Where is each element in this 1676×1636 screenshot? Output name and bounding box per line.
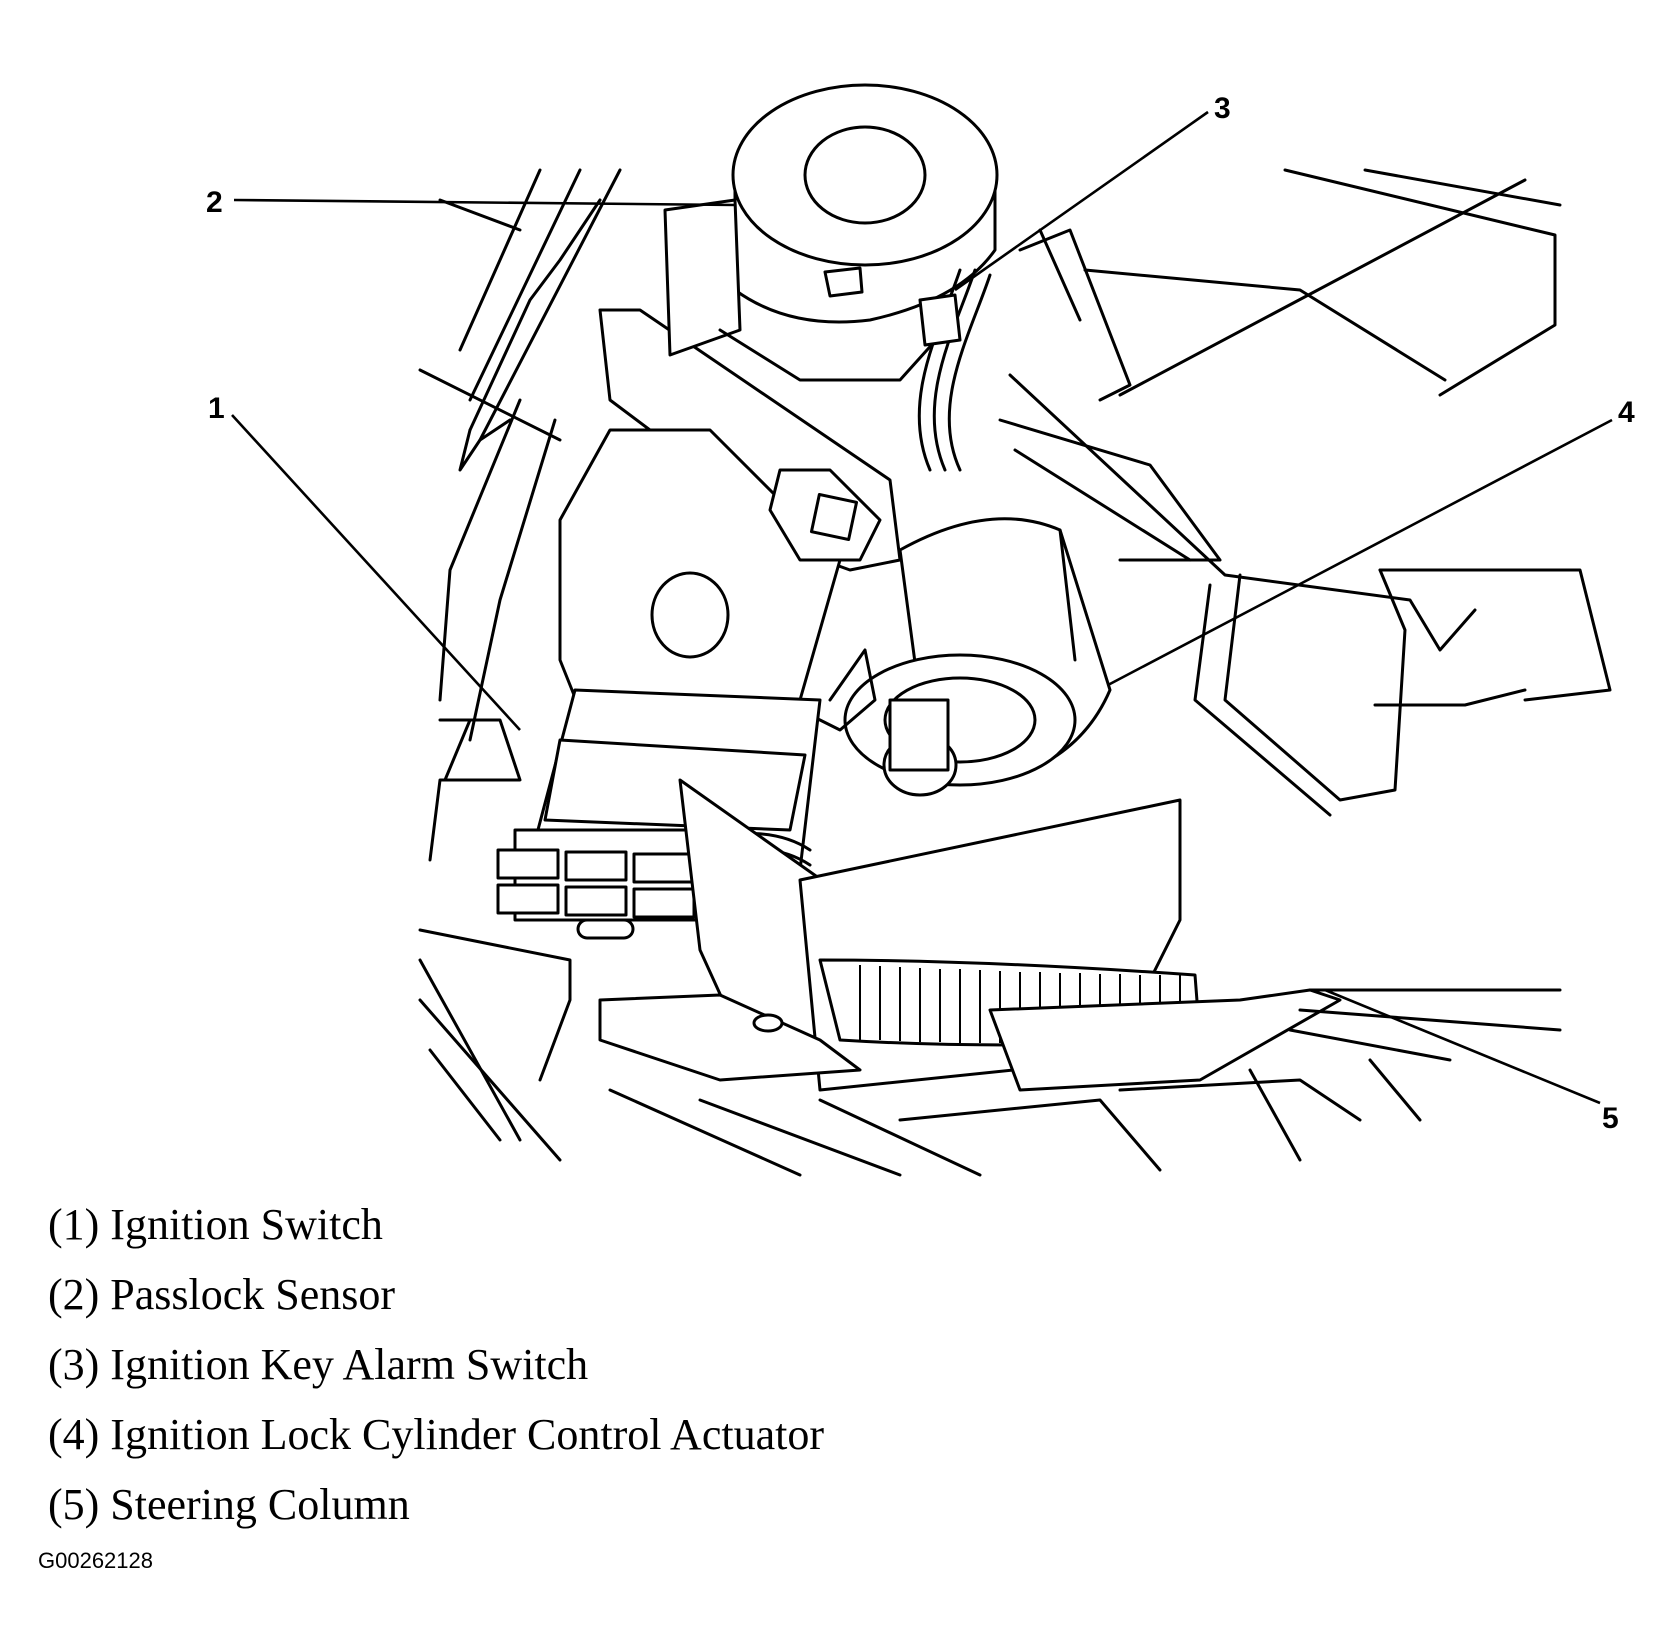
legend-item-key-alarm-switch: (3) Ignition Key Alarm Switch: [48, 1340, 589, 1389]
leader-lines: [231, 110, 1613, 1105]
legend-item-lock-cylinder-actuator: (4) Ignition Lock Cylinder Control Actua…: [48, 1410, 824, 1459]
leader-3: [954, 110, 1209, 292]
steering-column-tube: [598, 778, 1562, 1092]
legend-item-steering-column: (5) Steering Column: [48, 1480, 410, 1529]
leader-5: [1324, 988, 1601, 1105]
leader-1: [231, 414, 521, 731]
callout-numbers: 1 2 3 4 5: [206, 92, 1635, 1135]
ignition-switch: [496, 688, 822, 940]
passlock-sensor: [663, 83, 999, 382]
callout-1: 1: [208, 392, 225, 425]
leader-2: [233, 198, 736, 207]
callout-4: 4: [1618, 396, 1635, 429]
leader-4: [1107, 418, 1613, 687]
legend-item-ignition-switch: (1) Ignition Switch: [48, 1200, 383, 1249]
callout-3: 3: [1214, 92, 1231, 125]
lower-panels: [418, 718, 1422, 1177]
key-alarm-switch: [917, 268, 992, 472]
column-housing: [558, 308, 1222, 762]
callout-5: 5: [1602, 1102, 1619, 1135]
dashboard-structure: [418, 168, 1612, 817]
legend-item-passlock-sensor: (2) Passlock Sensor: [48, 1270, 396, 1319]
steering-column-diagram: 1 2 3 4 5: [206, 83, 1635, 1177]
lock-cylinder-actuator: [808, 517, 1112, 797]
figure-id: G00262128: [38, 1548, 153, 1573]
legend: (1) Ignition Switch (2) Passlock Sensor …: [48, 1190, 824, 1540]
callout-2: 2: [206, 186, 223, 219]
